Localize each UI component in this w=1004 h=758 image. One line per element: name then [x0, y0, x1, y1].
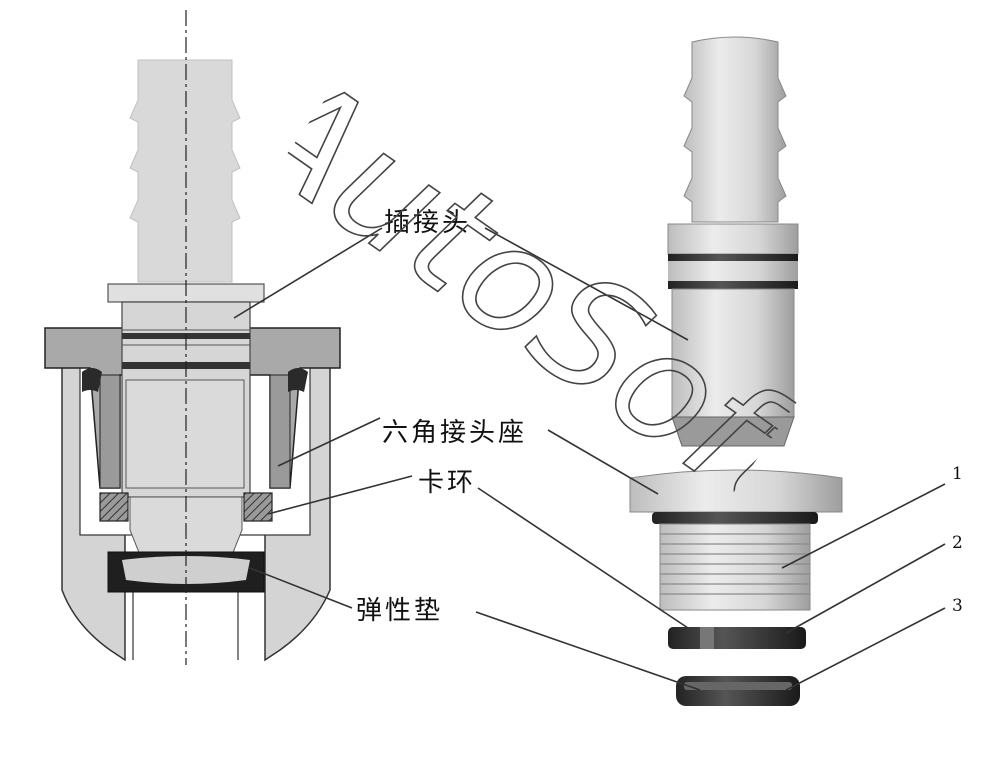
label-plug-connector: 插接头 [384, 208, 472, 238]
snap-ring-section-right [243, 492, 273, 522]
leader-hex-right [547, 429, 659, 495]
label-hex-seat: 六角接头座 [382, 418, 528, 448]
leader-snap-right [477, 487, 689, 629]
part-number-1: 1 [952, 464, 963, 484]
leader-3 [785, 607, 946, 691]
leader-pad-left [249, 567, 353, 609]
leader-lines [233, 227, 946, 691]
snap-ring-part [668, 627, 806, 649]
elastic-pad-part [676, 676, 800, 706]
snap-ring-section-left [99, 492, 129, 522]
leader-1 [781, 483, 946, 569]
leader-hex-left [277, 417, 381, 467]
label-snap-ring: 卡环 [418, 468, 477, 498]
leader-2 [785, 543, 946, 634]
plug-barb-part [683, 36, 787, 223]
label-elastic-pad: 弹性垫 [356, 596, 444, 626]
leader-plug-left [233, 227, 383, 319]
leader-snap-left [267, 475, 413, 515]
part-number-3: 3 [952, 596, 963, 616]
part-number-2: 2 [952, 533, 963, 553]
leader-plug-right [484, 227, 689, 341]
cross-section-drawing [44, 10, 341, 665]
leader-pad-right [475, 611, 701, 691]
plug-barb-section [129, 59, 241, 283]
hex-seat-part [629, 469, 843, 513]
